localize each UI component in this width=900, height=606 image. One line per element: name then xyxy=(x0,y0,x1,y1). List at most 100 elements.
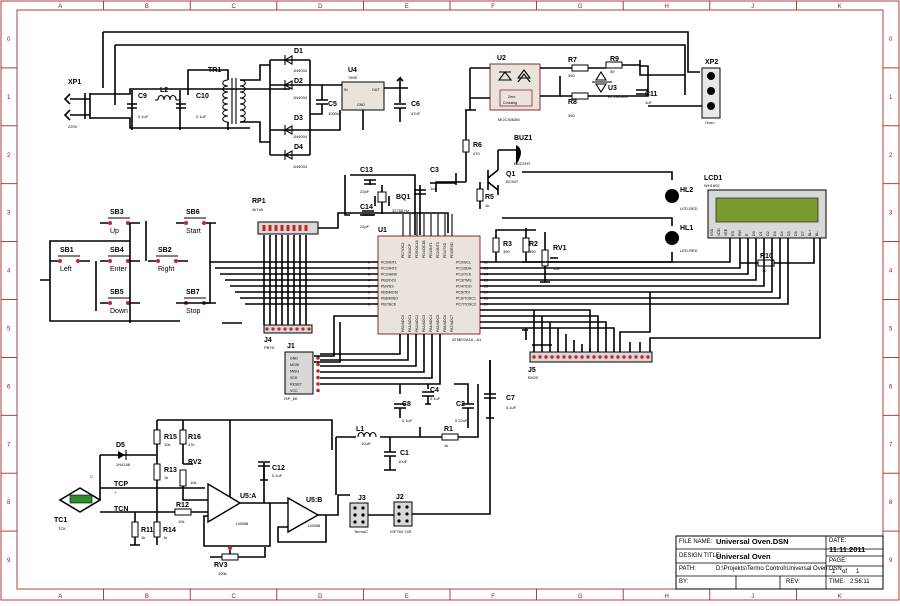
triac-output-section: U2 MOC3063M Zero Crossing R7 390 R8 390 … xyxy=(465,55,721,125)
rv2-val: 10k xyxy=(190,480,196,485)
r1-val: 1k xyxy=(444,443,448,448)
u1-bottom-pin: PA4/ADC4 xyxy=(429,315,433,332)
u1-left-pin: PC2/AIN0 xyxy=(381,273,397,277)
col-label: G xyxy=(578,594,583,600)
power-supply-section: XP1 220V C9 0.1uF L2 C10 0.1uF TR1 D1 1N… xyxy=(63,31,700,169)
bq1-val: 32768 Hz xyxy=(392,208,409,213)
lcd1-val: WH1602 xyxy=(704,183,720,188)
row-label: 3 xyxy=(7,211,11,217)
u1-bottom-pin: PA3/ADC3 xyxy=(422,315,426,332)
j1-pin-label: MOSI xyxy=(290,363,299,367)
lcd1-pin-label: D2 xyxy=(766,231,770,236)
u1-left-pin: PC1/INT2 xyxy=(381,267,397,271)
rev-label: REV: xyxy=(786,579,800,585)
row-label: 9 xyxy=(7,558,11,564)
col-label: A xyxy=(58,594,62,600)
c11-val: 1uF xyxy=(645,100,652,105)
u1-left-pin: PB7/SCK xyxy=(381,303,397,307)
c7-ref: C7 xyxy=(506,395,515,402)
u2-zero: Zero xyxy=(508,95,515,99)
rv1-ref: RV1 xyxy=(553,245,567,252)
c13-val: 22pF xyxy=(360,189,370,194)
j3-ref: J3 xyxy=(358,495,366,502)
design-label: DESIGN TITLE: xyxy=(679,553,722,559)
u4-pin-gnd: GND xyxy=(357,103,365,107)
c12-val: 0.1uF xyxy=(272,473,283,478)
row-label: 7 xyxy=(7,442,11,448)
j5-ref: J5 xyxy=(528,367,536,374)
j1-ref: J1 xyxy=(287,343,295,350)
col-label: K xyxy=(838,4,842,10)
u1-right-pin: PC4/TDO xyxy=(456,285,472,289)
u3-ref: U3 xyxy=(608,85,617,92)
page-label: PAGE: xyxy=(829,558,847,564)
lcd1-pin-label: VEE xyxy=(724,228,728,236)
col-label: F xyxy=(491,594,495,600)
u1-left-pin: PB5/MOSI xyxy=(381,291,398,295)
r14-ref: R14 xyxy=(163,527,176,534)
r12-ref: R12 xyxy=(176,502,189,509)
row-label: 5 xyxy=(889,326,893,332)
lcd1-pin-label: D7 xyxy=(801,231,805,236)
r10-ref: R10 xyxy=(760,253,773,260)
r3-val: 390 xyxy=(503,249,510,254)
date-value: 11.11.2011 xyxy=(829,545,865,554)
lcd1-pin-label: VSS xyxy=(710,228,714,236)
minus-label: - xyxy=(114,506,116,511)
lcd1-pin-label: BL+ xyxy=(808,230,812,237)
row-label: 8 xyxy=(7,500,11,506)
connector-section: J4 PBYK J1 ISP_6K GNDMOSIMISOSCKRESETVCC… xyxy=(263,324,653,401)
button-section: SB3UpSB6StartSB1LeftSB4EnterSB2RightSB5D… xyxy=(40,209,242,324)
button-ref: SB3 xyxy=(110,209,124,216)
j3-val: TermoC xyxy=(354,529,368,534)
lcd1-pin-label: RW xyxy=(738,229,742,236)
u1-left-pin: PC0/INT1 xyxy=(381,261,397,265)
c11-ref: C11 xyxy=(645,91,658,98)
time-value: 2:56:11 xyxy=(850,579,870,585)
col-label: A xyxy=(58,4,62,10)
row-label: 7 xyxy=(889,442,893,448)
row-label: 0 xyxy=(889,37,893,43)
j4-ref: J4 xyxy=(264,337,272,344)
crystal-section: C13 22pF BQ1 32768 Hz C14 22pF C3 1uF xyxy=(344,167,457,235)
u2-crossing: Crossing xyxy=(503,101,517,105)
tcn-label: TCN xyxy=(114,506,128,513)
button-label: Left xyxy=(60,266,72,273)
u2-val: MOC3063M xyxy=(498,117,520,122)
bq1-ref: BQ1 xyxy=(396,194,411,201)
u4-ref: U4 xyxy=(348,67,357,74)
path-value: D:\Projekts\Termo Control\Universal Oven… xyxy=(716,566,842,572)
row-label: 9 xyxy=(889,558,893,564)
u4-pin-out: OUT xyxy=(372,88,380,92)
j1-pin-label: RESET xyxy=(290,383,303,387)
plus-label: + xyxy=(114,490,117,495)
filename-label: FILE NAME: xyxy=(679,539,713,545)
j1-pin-label: GND xyxy=(290,357,298,361)
title-block: FILE NAME: Universal Oven.DSN DATE: 11.1… xyxy=(675,535,884,590)
lcd1-pin-label: D6 xyxy=(794,231,798,236)
lcd1-pin-label: D5 xyxy=(787,231,791,236)
row-label: 2 xyxy=(7,153,11,159)
c3-val: 1uF xyxy=(430,186,437,191)
r16-val: 47k xyxy=(188,442,194,447)
button-ref: SB1 xyxy=(60,247,74,254)
col-label: D xyxy=(318,594,323,600)
u1-top-pin: PD6/ICP xyxy=(408,243,412,258)
r9-val: 39 xyxy=(610,69,615,74)
j1-pin-label: SCK xyxy=(290,376,298,380)
c6-val: 47uF xyxy=(411,111,421,116)
d2-ref: D2 xyxy=(294,78,303,85)
c5-val: 1000uF xyxy=(328,111,342,116)
j2-connector xyxy=(393,501,413,527)
r7-val: 390 xyxy=(568,73,575,78)
j5-val: BH20 xyxy=(528,375,539,380)
d1-ref: D1 xyxy=(294,48,303,55)
col-label: D xyxy=(318,4,323,10)
xp1-val: 220V xyxy=(68,124,78,129)
col-label: J xyxy=(751,594,754,600)
j1-val: ISP_6K xyxy=(284,396,298,401)
page-of: of xyxy=(842,569,847,575)
